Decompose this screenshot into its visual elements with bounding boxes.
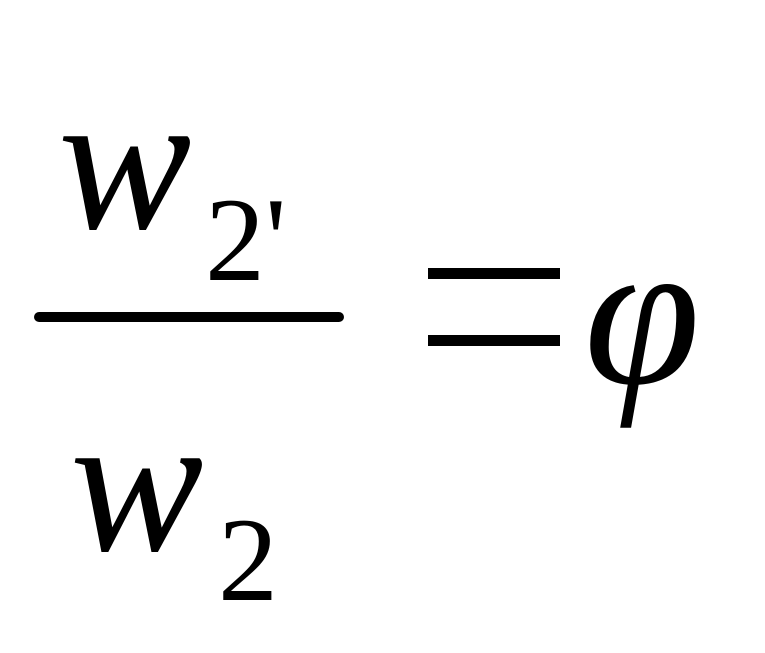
numerator-subscript: 2'	[205, 173, 287, 306]
equals-bar-bottom	[428, 335, 560, 346]
fraction-bar	[34, 312, 344, 322]
equals-bar-top	[428, 268, 560, 279]
denominator-variable: w	[70, 373, 204, 594]
numerator-variable: w	[58, 51, 192, 272]
result-symbol: φ	[584, 197, 701, 429]
equals-sign	[428, 268, 560, 346]
denominator-subscript: 2	[218, 493, 278, 626]
